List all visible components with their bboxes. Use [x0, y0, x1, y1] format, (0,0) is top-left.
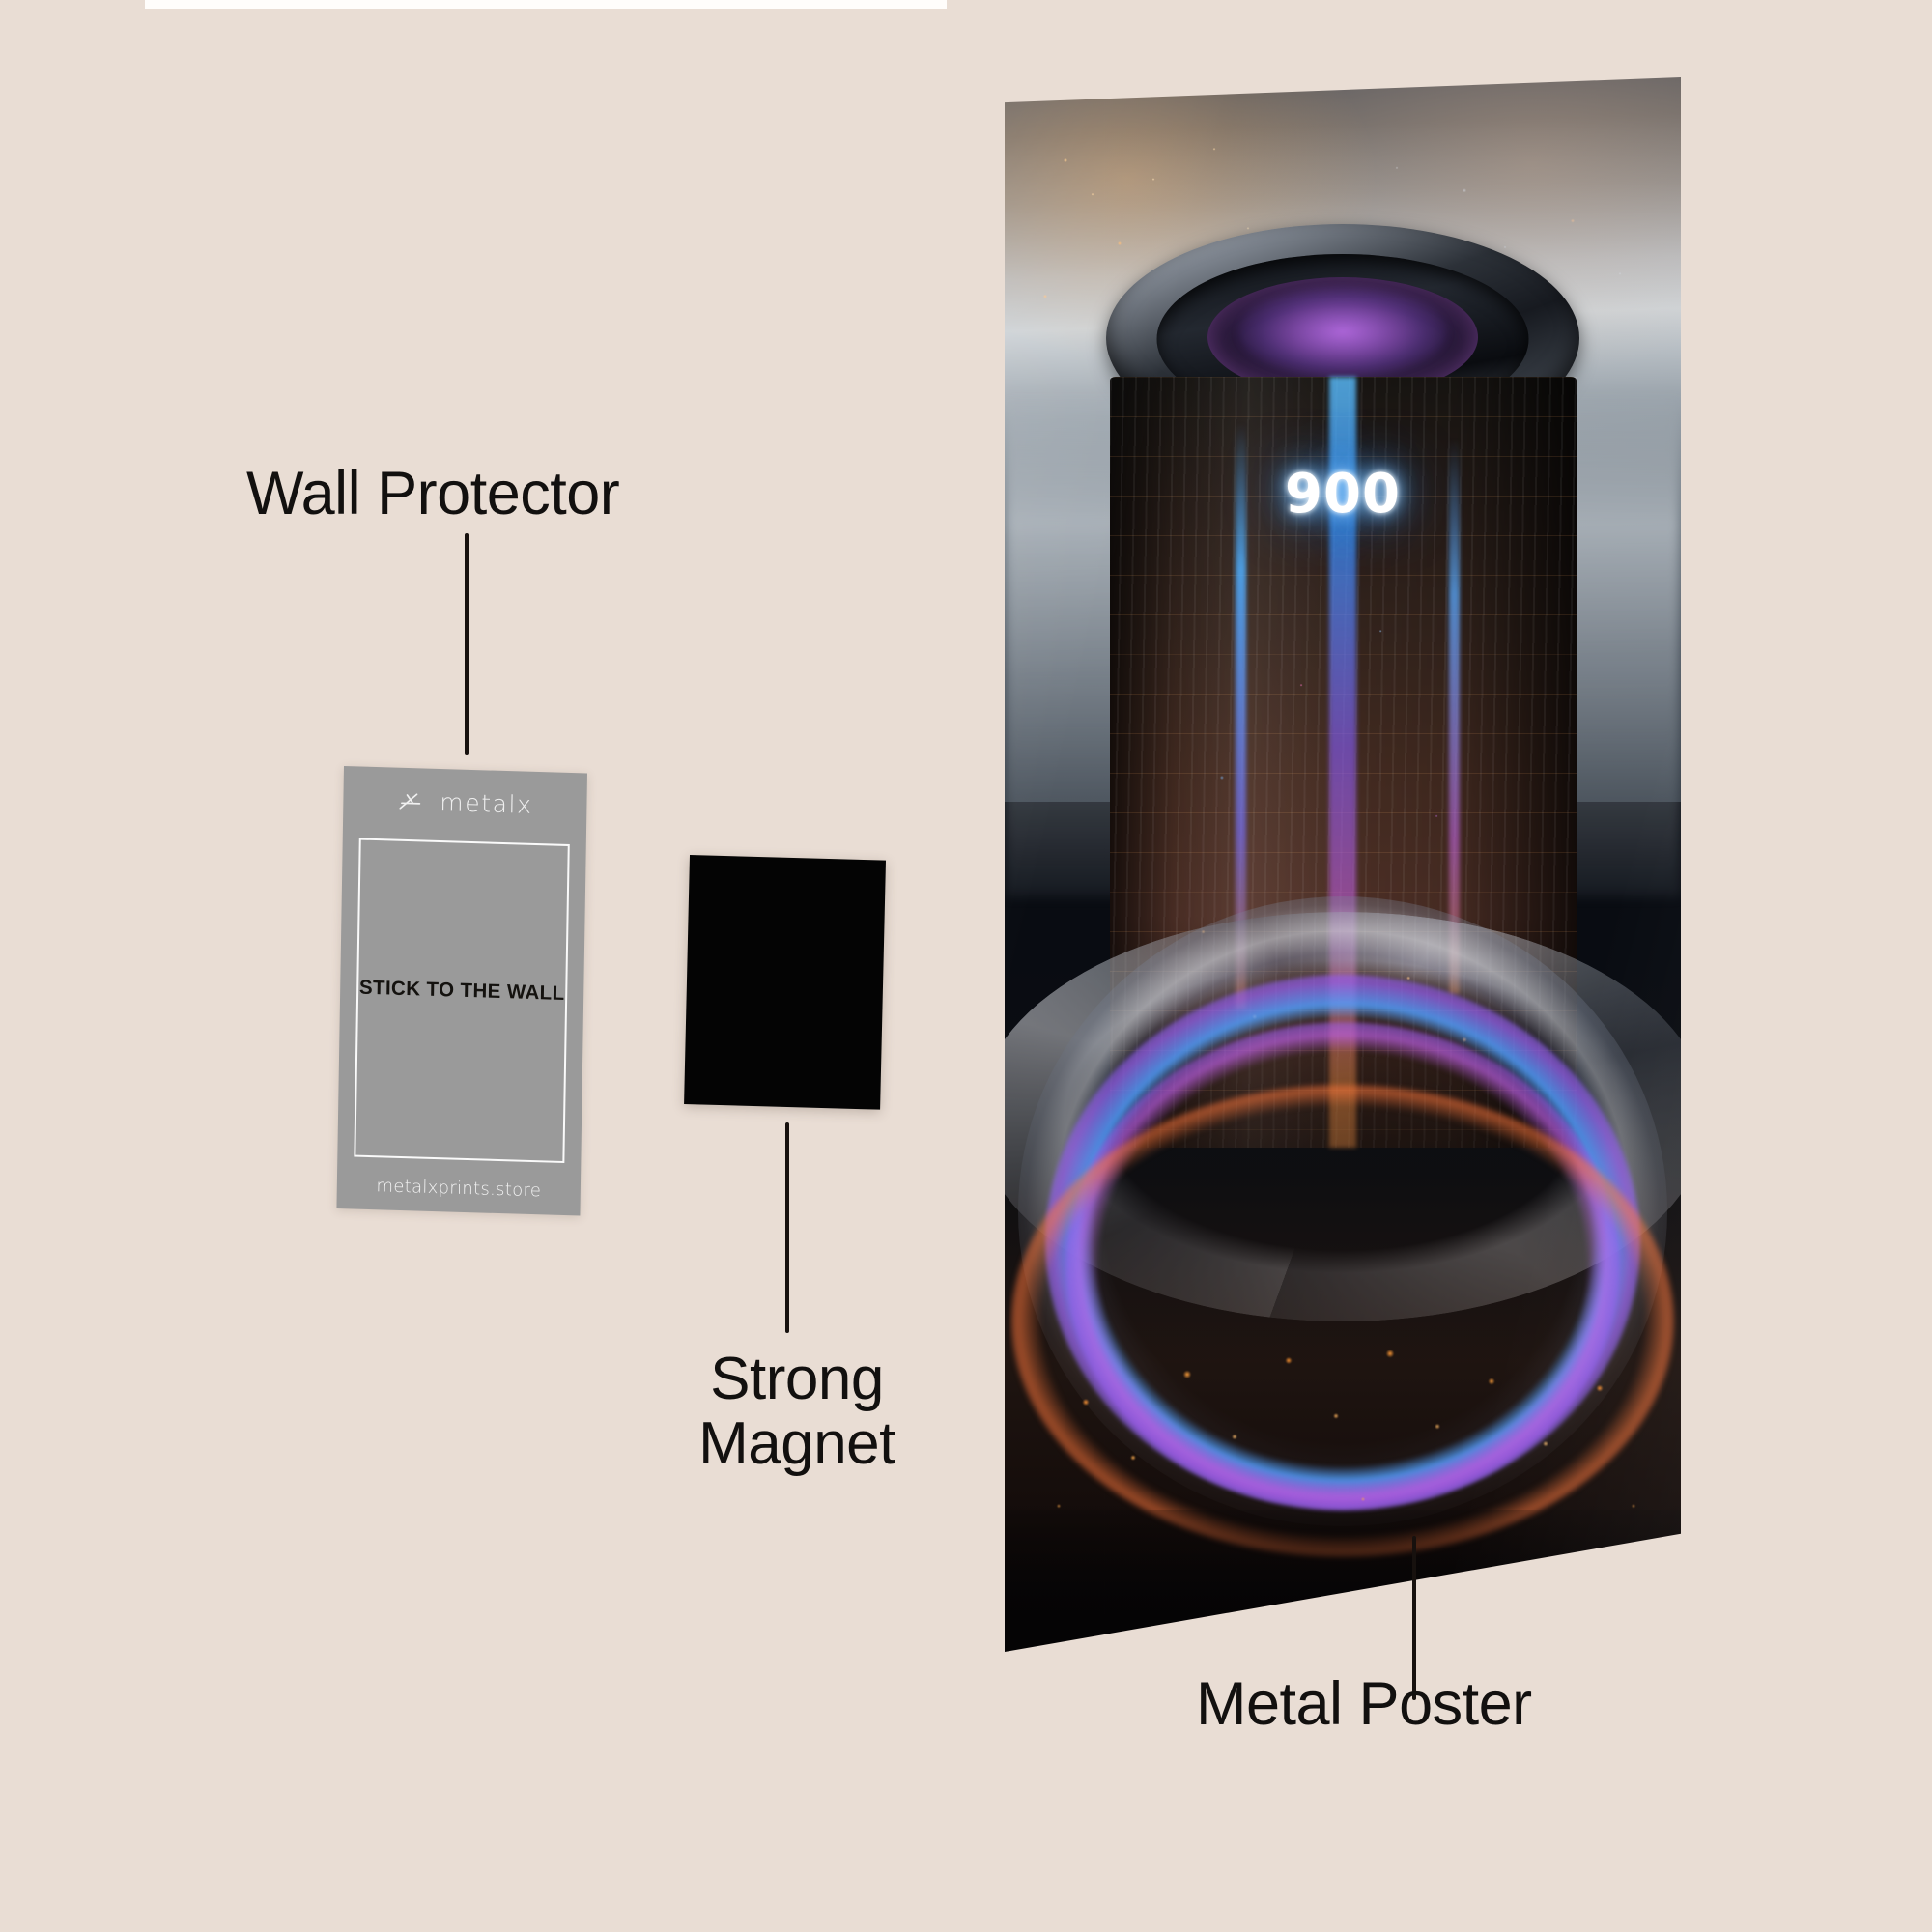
metalx-arrow-mark-icon [399, 792, 421, 810]
top-white-strip [145, 0, 947, 9]
brand-logo-text: metalx [440, 787, 533, 819]
strong-magnet-square[interactable] [684, 855, 886, 1110]
poster-artwork: 900 [1005, 77, 1681, 1652]
artwork-base-shadow [1005, 1510, 1681, 1652]
brand-logo: metalx [343, 785, 586, 821]
wall-protector-card[interactable]: metalx STICK TO THE WALL metalxprints.st… [336, 766, 587, 1216]
leader-line-metal-poster [1412, 1536, 1416, 1700]
leader-line-wall-protector [465, 533, 469, 755]
artwork-tower-ring-glow [1237, 288, 1448, 377]
wall-protector-url-text: metalxprints.store [376, 1176, 542, 1202]
callout-label-wall-protector: Wall Protector [246, 460, 620, 527]
artwork-neon-number-sign: 900 [1285, 463, 1401, 526]
callout-label-strong-magnet: Strong Magnet [698, 1346, 895, 1477]
metal-poster[interactable]: 900 [1005, 77, 1681, 1652]
leader-line-strong-magnet [785, 1122, 789, 1333]
callout-label-metal-poster: Metal Poster [1196, 1670, 1532, 1738]
